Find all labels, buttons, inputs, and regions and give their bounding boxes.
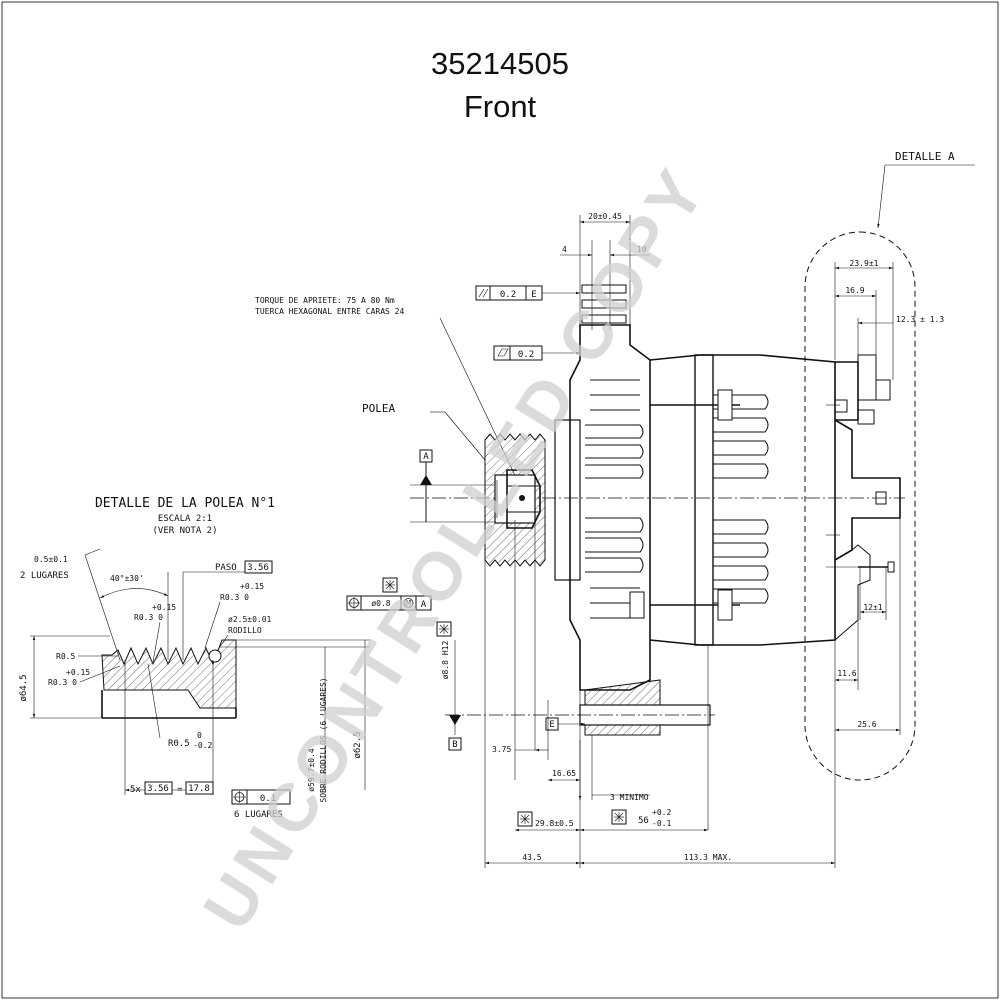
shaft-center xyxy=(519,495,525,501)
dim-16-9: 16.9 xyxy=(845,286,864,295)
hole-dia: ø8.8 H12 xyxy=(441,641,450,680)
two-places: 2 LUGARES xyxy=(20,571,69,581)
dim-10: 10 xyxy=(637,245,647,254)
front-hub xyxy=(554,419,581,581)
dim-29-8: 29.8±0.5 xyxy=(535,819,574,828)
six-places: 6 LUGARES xyxy=(234,810,283,820)
detail-a-boundary xyxy=(804,231,916,781)
roller-label: RODILLO xyxy=(228,626,262,635)
dia-64-5: ø64.5 xyxy=(19,674,29,701)
dia-over-rollers: ø59.7±0.4 xyxy=(307,748,316,792)
pitch-box: 3.56 xyxy=(147,784,169,794)
dim-56-plus: +0.2 xyxy=(652,808,671,817)
dim-16-65: 16.65 xyxy=(552,769,576,778)
dim-11-6: 11.6 xyxy=(837,669,856,678)
pulley-detail-heading: DETALLE DE LA POLEA N°1 xyxy=(95,496,275,511)
r05-tol-top: 0 xyxy=(197,731,202,740)
pulley-hub xyxy=(494,474,536,524)
pitch-mult: 5x xyxy=(130,785,141,795)
r03-b: R0.3 0 xyxy=(134,613,163,622)
roller-circle xyxy=(208,649,222,663)
tol-plus-015-a: +0.15 xyxy=(240,582,264,591)
part-number: 35214505 xyxy=(431,46,569,81)
r03-a: R0.3 0 xyxy=(220,593,249,602)
pulley-detail-scale: ESCALA 2:1 xyxy=(158,514,212,524)
fan-blades-rear xyxy=(713,394,769,604)
tol-plus-015-b: +0.15 xyxy=(152,603,176,612)
over-rollers-text: SOBRE RODILLOS (6 LUGARES) xyxy=(319,677,328,802)
pitch-total: 17.8 xyxy=(188,784,210,794)
dim-56: 56 xyxy=(638,816,649,826)
pulley-detail: DETALLE DE LA POLEA N°1 ESCALA 2:1 (VER … xyxy=(19,496,370,820)
dim-3-minimo: 3 MINIMO xyxy=(610,793,649,802)
r05-dim: R0.5 xyxy=(56,652,75,661)
datum-e: E xyxy=(549,720,554,730)
flatness-datum: E xyxy=(531,290,536,300)
dim-4: 4 xyxy=(562,245,567,254)
r05-tol-bottom: -0.2 xyxy=(193,741,212,750)
stator-core xyxy=(694,354,714,646)
detail-a: DETALLE A 23.9±1 16.9 12.3 ± 1.3 12±1 xyxy=(804,150,975,781)
hole-pos-tol: ø0.8 xyxy=(371,599,390,608)
datum-b: B xyxy=(452,740,457,750)
dia-62-5: ø62.5 xyxy=(353,731,363,758)
datum-a: A xyxy=(423,452,429,462)
view-title: Front xyxy=(464,89,537,124)
pitch-label: PASO xyxy=(215,563,237,573)
dim-113-3: 113.3 MAX. xyxy=(684,853,732,862)
dim-25-6: 25.6 xyxy=(857,720,876,729)
dim-23-9: 23.9±1 xyxy=(850,259,879,268)
chamfer-dim: 0.5±0.1 xyxy=(34,555,68,564)
dim-12-3: 12.3 ± 1.3 xyxy=(896,315,944,324)
dim-56-minus: -0.1 xyxy=(652,819,671,828)
torque-note-line1: TORQUE DE APRIETE: 75 A 80 Nm xyxy=(255,296,395,305)
tol-plus-015-c: +0.15 xyxy=(66,668,90,677)
hole-mod: M xyxy=(406,599,411,608)
fan-blades-front xyxy=(585,379,644,619)
main-view: TORQUE DE APRIETE: 75 A 80 Nm TUERCA HEX… xyxy=(255,212,905,868)
pulley-profile-section xyxy=(101,639,237,709)
parallel-value: 0.2 xyxy=(518,350,534,360)
pitch-value: 3.56 xyxy=(247,563,269,573)
pulley-detail-note: (VER NOTA 2) xyxy=(152,526,217,536)
dim-43-5: 43.5 xyxy=(522,853,541,862)
position-tol: 0.1 xyxy=(260,794,276,804)
flatness-value: 0.2 xyxy=(500,290,516,300)
torque-note-line2: TUERCA HEXAGONAL ENTRE CARAS 24 xyxy=(255,307,404,316)
dim-3-75: 3.75 xyxy=(492,745,511,754)
roller-dia: ø2.5±0.01 xyxy=(228,615,272,624)
polea-label: POLEA xyxy=(362,402,395,415)
r03-c: R0.3 0 xyxy=(48,678,77,687)
hole-datum: A xyxy=(421,600,427,610)
angle-dim: 40°±30' xyxy=(110,574,144,583)
rear-housing xyxy=(649,354,836,646)
equals: = xyxy=(177,785,183,795)
detail-a-label: DETALLE A xyxy=(895,150,955,163)
dim-20: 20±0.45 xyxy=(588,212,622,221)
dim-12: 12±1 xyxy=(863,603,882,612)
r05-bottom: R0.5 xyxy=(168,739,190,749)
